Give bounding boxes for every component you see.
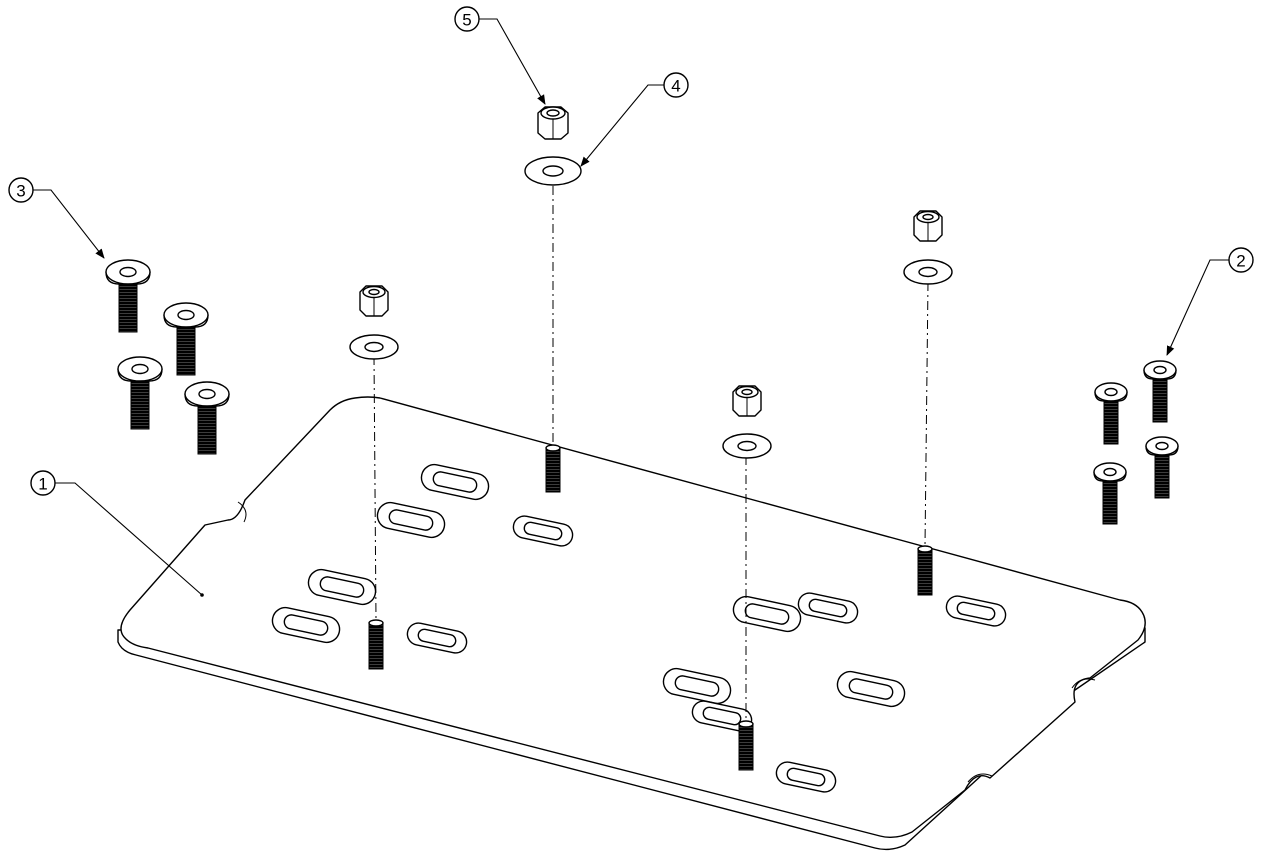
stud-4 (738, 720, 754, 771)
balloon-4: 4 (580, 72, 689, 167)
flat-head-screws-right (1093, 360, 1179, 525)
base-plate (117, 396, 1146, 851)
washer-b (349, 334, 399, 360)
washer-a (524, 156, 582, 186)
nut-d (732, 385, 762, 417)
flat-head-screws-left (105, 259, 230, 455)
balloon-5-label: 5 (462, 11, 471, 30)
balloon-5: 5 (454, 6, 546, 105)
balloon-2: 2 (1166, 247, 1254, 356)
washer-d (722, 433, 772, 459)
balloon-2-label: 2 (1236, 252, 1245, 271)
nut-b (359, 285, 389, 317)
plate-slots (271, 463, 1007, 793)
balloon-3-label: 3 (16, 182, 25, 201)
stud-2 (368, 619, 384, 670)
nut-c (913, 210, 943, 242)
nut-a (537, 106, 569, 140)
balloon-4-label: 4 (671, 77, 680, 96)
balloon-1: 1 (30, 470, 203, 596)
nut-washer-sets (349, 106, 953, 459)
washer-c (903, 259, 953, 285)
studs (368, 444, 933, 771)
stud-3 (917, 545, 933, 596)
stud-1 (545, 444, 561, 493)
balloon-1-label: 1 (38, 475, 47, 494)
balloon-3: 3 (8, 177, 105, 259)
assembly-centerlines (373, 186, 929, 722)
